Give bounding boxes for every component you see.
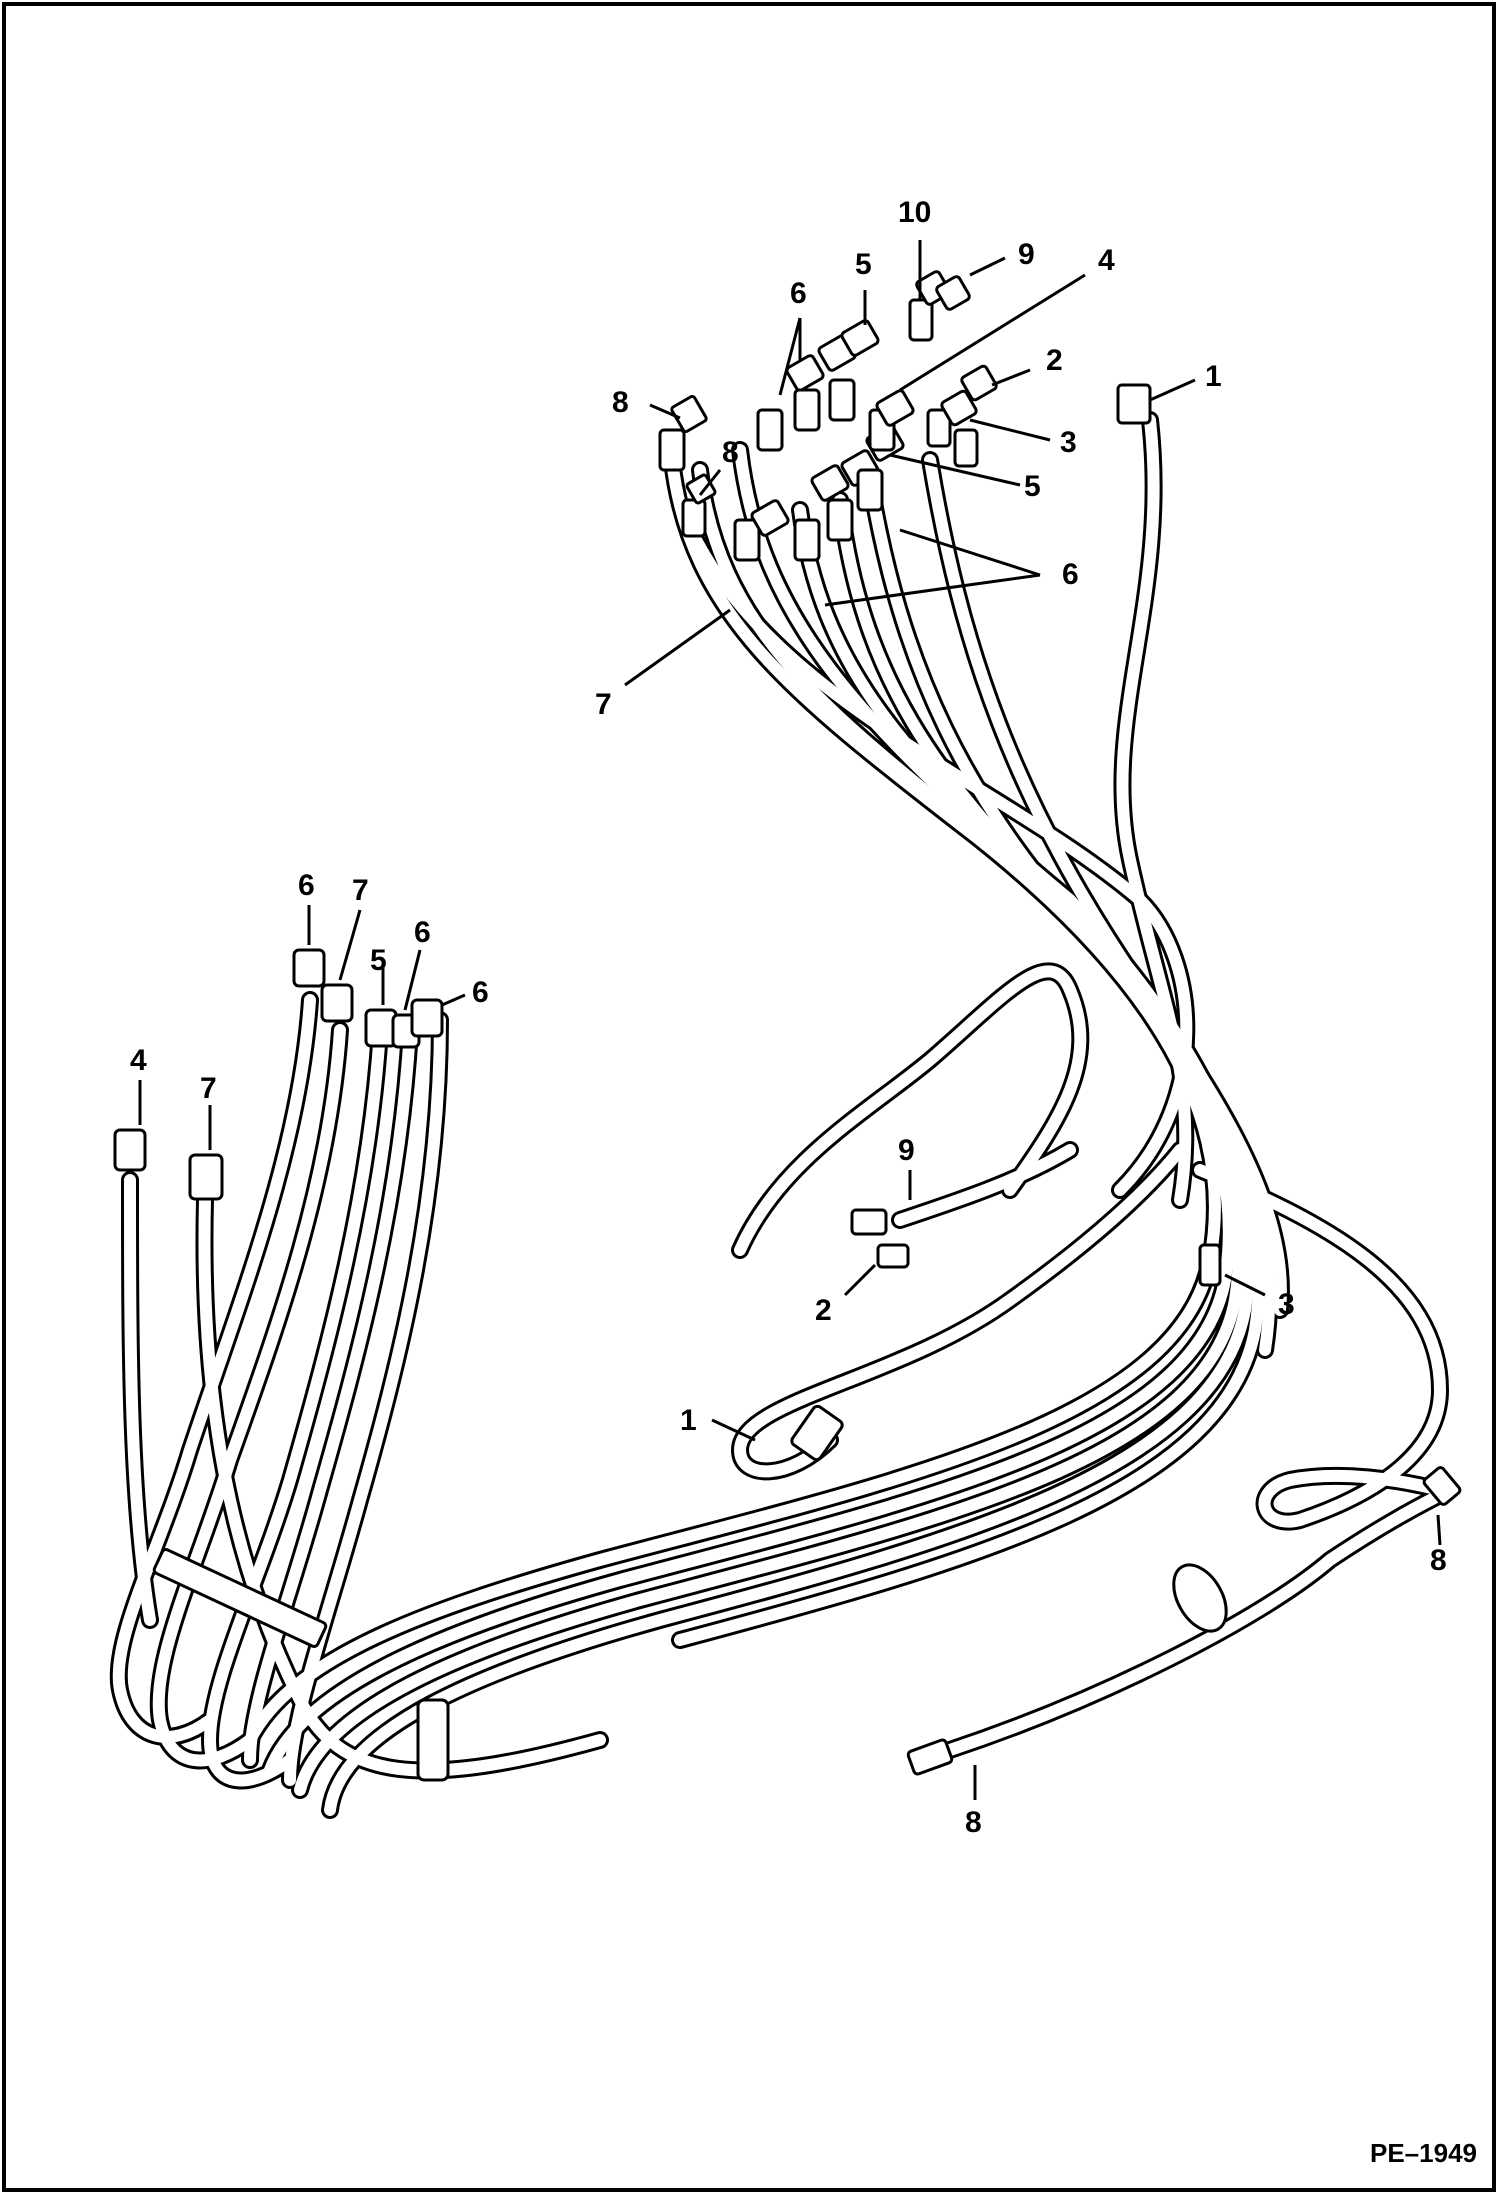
- callout-3-lower: 3: [1278, 1288, 1295, 1321]
- callout-7-upper: 7: [595, 688, 612, 721]
- hose-fittings: [113, 270, 1462, 1782]
- diagram-reference-code: PE–1949: [1370, 2138, 1477, 2168]
- callout-6-left-b: 6: [414, 916, 431, 949]
- callout-5-upper: 5: [855, 248, 872, 281]
- callout-5-upper-right: 5: [1024, 470, 1041, 503]
- callout-2-upper: 2: [1046, 344, 1063, 377]
- callout-8-lower-right: 8: [1430, 1544, 1447, 1577]
- callout-4-upper: 4: [1098, 244, 1115, 277]
- callout-9-lower: 9: [898, 1134, 915, 1167]
- callout-9-upper: 9: [1018, 238, 1035, 271]
- callout-6-upper-right: 6: [1062, 558, 1079, 591]
- callout-7-left-a: 7: [352, 874, 369, 907]
- callout-7-left-b: 7: [200, 1072, 217, 1105]
- callout-8-upper-mid: 8: [722, 436, 739, 469]
- callout-4-left: 4: [130, 1044, 147, 1077]
- callout-6-left-a: 6: [298, 869, 315, 902]
- callout-8-lower: 8: [965, 1806, 982, 1839]
- callout-1-upper: 1: [1205, 360, 1222, 393]
- callout-6-left-c: 6: [472, 976, 489, 1009]
- leader-lines: [138, 240, 1442, 1800]
- callout-1-lower: 1: [680, 1404, 697, 1437]
- callout-8-upper-left: 8: [612, 386, 629, 419]
- callout-10: 10: [898, 196, 931, 229]
- callout-6-upper: 6: [790, 277, 807, 310]
- callout-labels: 10 9 5 4 6 2 1 8 8 3 5 6 7 6 7 6 5 6 4 7…: [130, 196, 1477, 2168]
- callout-2-lower: 2: [815, 1294, 832, 1327]
- callout-3-upper: 3: [1060, 426, 1077, 459]
- hose-bundle: [119, 411, 1459, 1819]
- callout-5-left: 5: [370, 944, 387, 977]
